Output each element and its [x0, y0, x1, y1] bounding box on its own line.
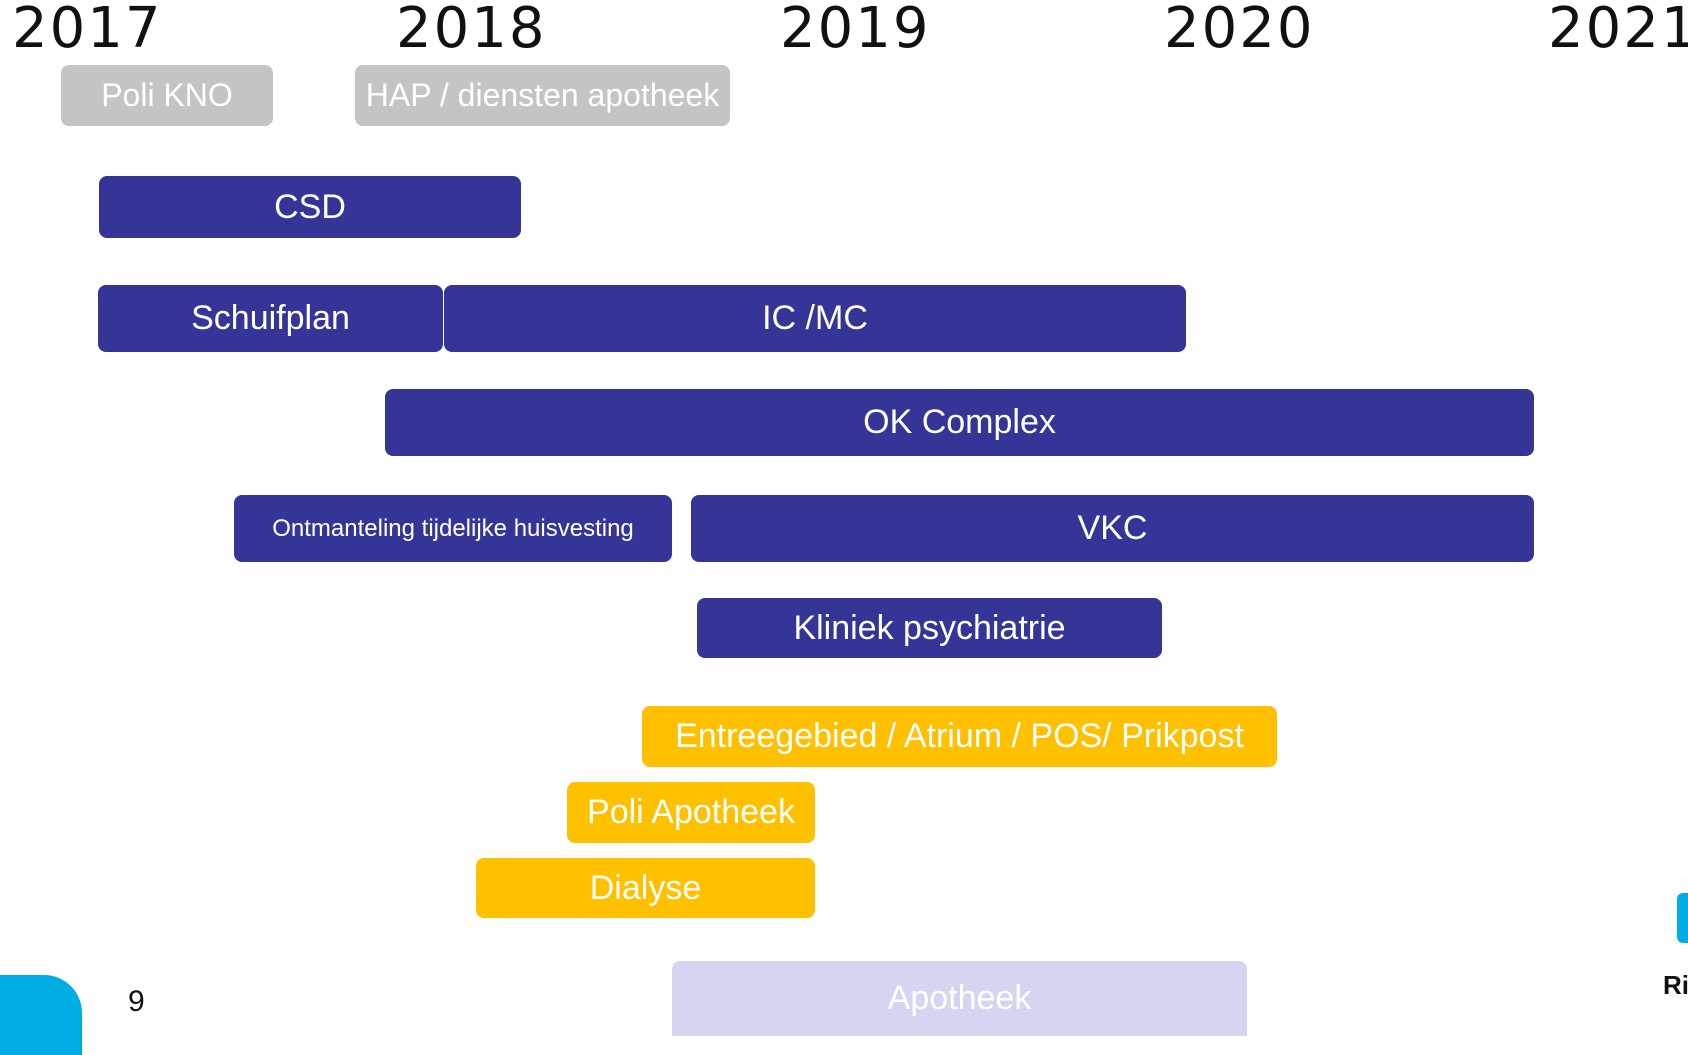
bar-poli-apotheek: Poli Apotheek — [567, 782, 815, 843]
bar-dialyse: Dialyse — [476, 858, 815, 918]
bar-kliniek-psychiatrie: Kliniek psychiatrie — [697, 598, 1162, 658]
bar-ic-mc: IC /MC — [444, 285, 1186, 352]
year-label-2018: 2018 — [396, 0, 547, 61]
year-label-2020: 2020 — [1164, 0, 1315, 61]
bar-ontmanteling-tijdelijke-huisvesting: Ontmanteling tijdelijke huisvesting — [234, 495, 672, 562]
year-label-2017: 2017 — [12, 0, 163, 61]
bar-schuifplan: Schuifplan — [98, 285, 443, 352]
corner-accent-shape — [0, 975, 82, 1055]
bar-ok-complex: OK Complex — [385, 389, 1534, 456]
year-label-2019: 2019 — [780, 0, 931, 61]
bar-entreegebied-atrium: Entreegebied / Atrium / POS/ Prikpost — [642, 706, 1277, 767]
logo-text: Ri — [1663, 970, 1688, 1000]
bar-apotheek: Apotheek — [672, 961, 1247, 1036]
bar-csd: CSD — [99, 176, 521, 238]
year-label-2021: 2021 — [1548, 0, 1688, 61]
bar-vkc: VKC — [691, 495, 1534, 562]
bar-hap-diensten-apotheek: HAP / diensten apotheek — [355, 65, 730, 126]
logo-mark-icon — [1677, 893, 1688, 943]
page-number: 9 — [128, 985, 145, 1018]
bar-poli-kno: Poli KNO — [61, 65, 273, 126]
